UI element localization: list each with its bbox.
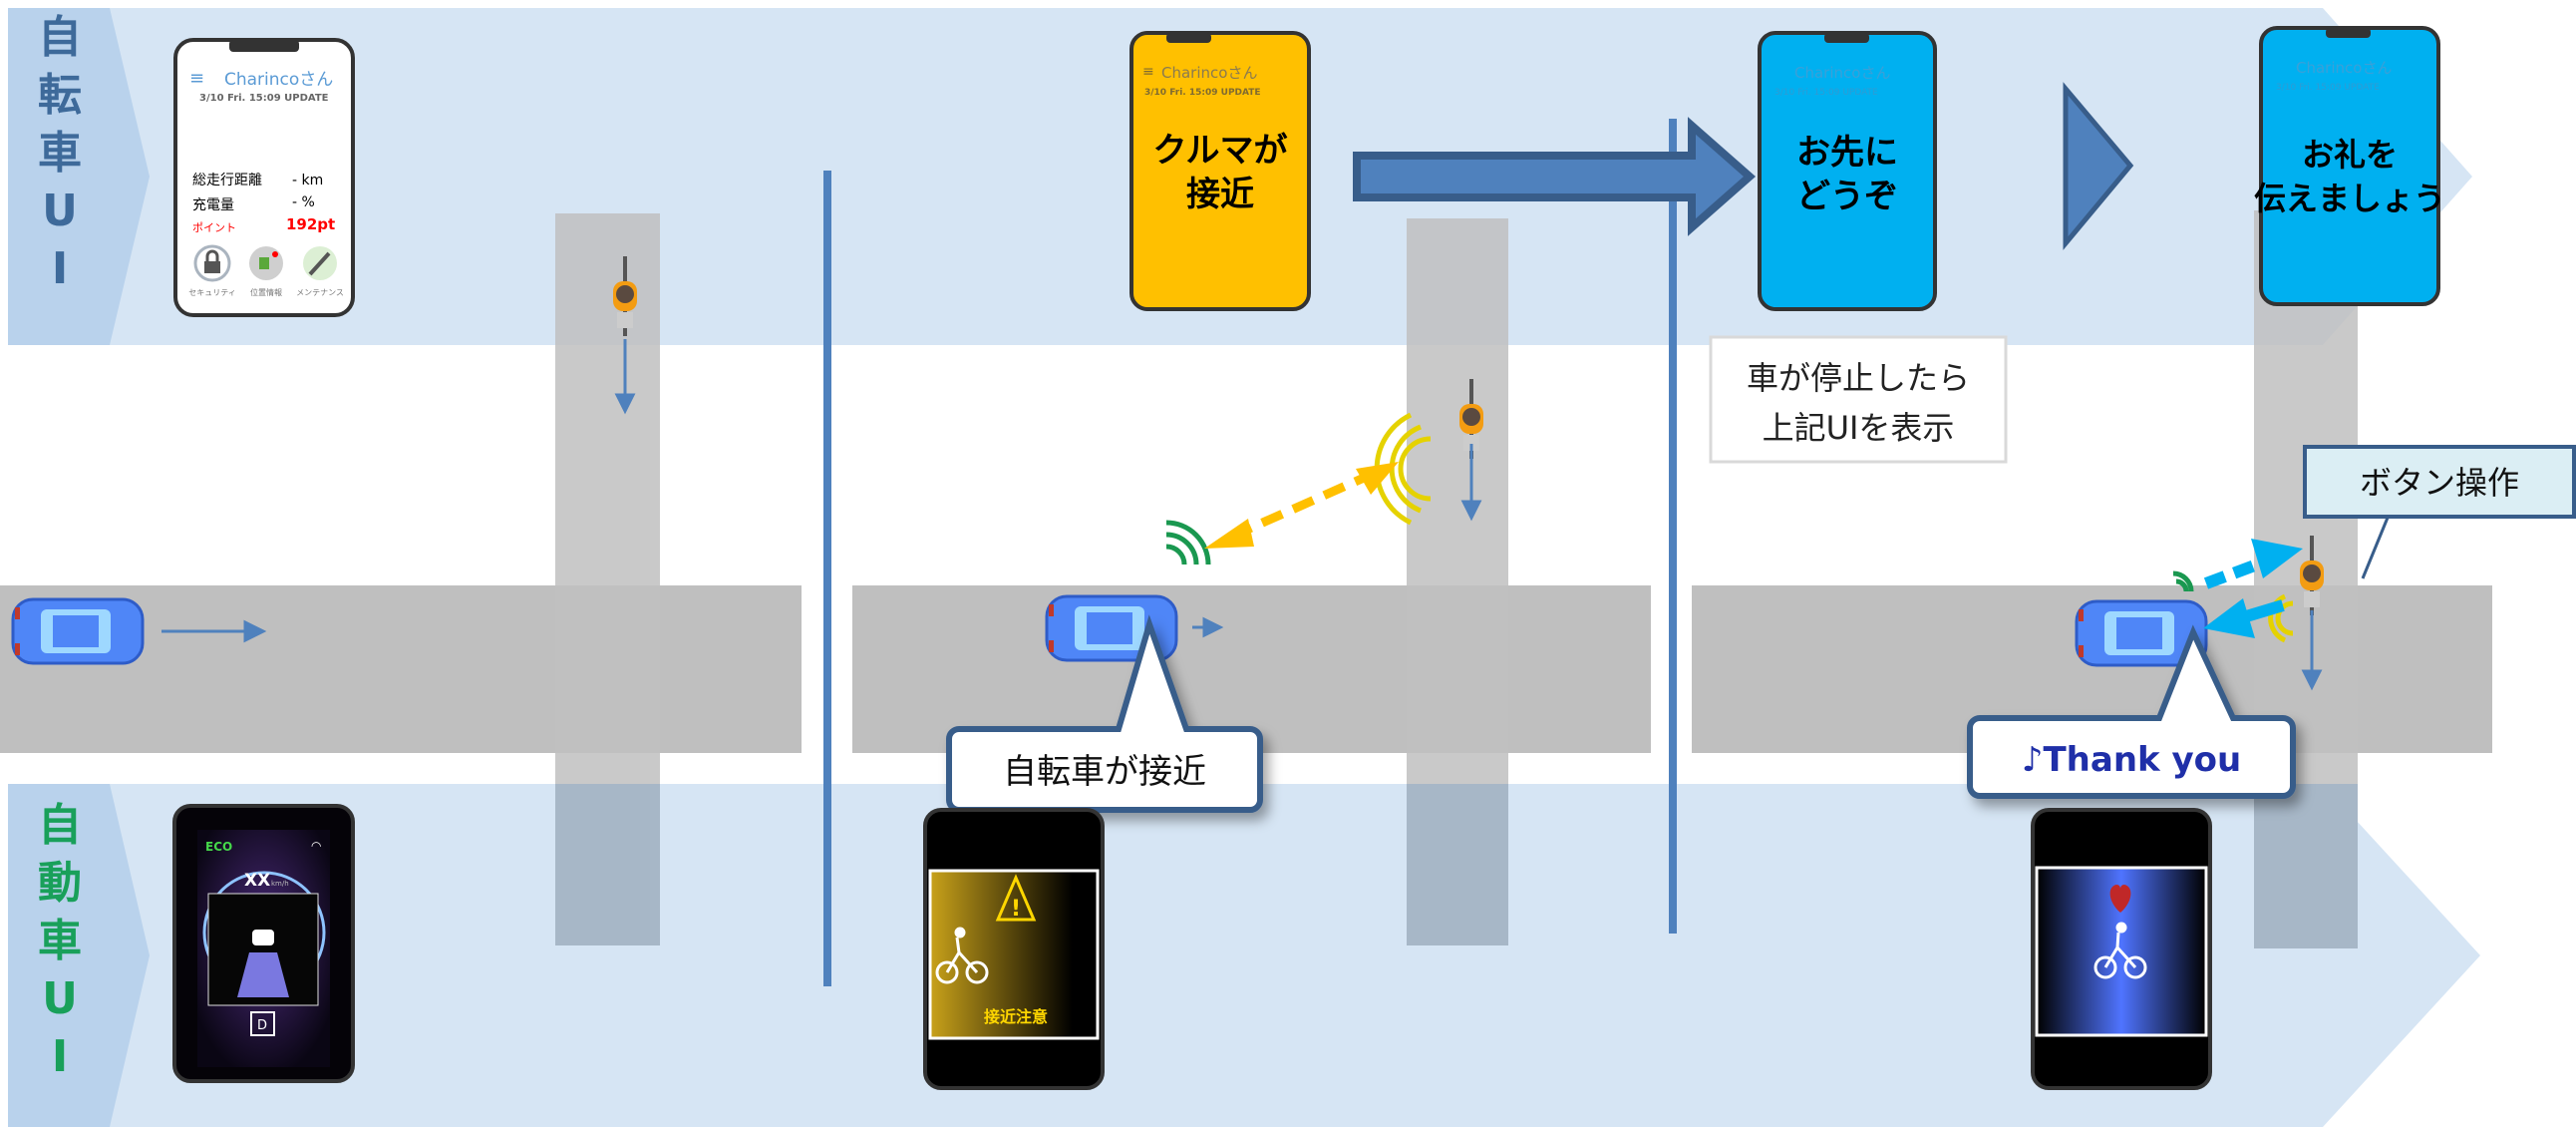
screen-header: Charincoさん [2296,59,2392,77]
lock-icon[interactable] [193,244,231,282]
yield-phone: Charincoさん 3/10 Fri. 15:09 UPDATE お先に どう… [1758,31,1937,311]
thank-you-callout [1967,624,2296,799]
speed-unit: km/h [271,880,289,888]
cyclist-icon [2093,922,2147,979]
location-label: 位置情報 [250,287,282,297]
band-label-char: 車 [38,128,82,179]
band-label-char: 動 [38,858,82,909]
gear-value: D [257,1018,267,1033]
button-operation-text: ボタン操作 [2360,464,2519,502]
distance-value: - km [292,173,323,188]
distance-label: 総走行距離 [192,172,262,188]
band-label-char: U [42,186,78,236]
band-label-char: 自 [38,12,82,63]
next-step-triangle [2063,82,2134,250]
transition-arrow [1353,117,1757,236]
charge-value: - % [292,194,315,210]
road-band-overlay [555,784,2358,948]
car-approach-callout-text: 自転車が接近 [1003,752,1206,792]
band-label-char: I [52,1031,68,1082]
scene-divider-1 [823,171,831,986]
bicycle-app-phone: ≡ Charincoさん 3/10 Fri. 15:09 UPDATE 総走行距… [173,38,355,317]
car-ahead-icon [252,930,274,945]
thank-you-callout-text: ♪Thank you [2022,740,2241,780]
screen-status: 3/10 Fri. 15:09 UPDATE [1144,88,1261,98]
approach-message-line1: クルマが [1153,131,1288,171]
car-icon [11,597,145,665]
band-label-char: 自 [38,800,82,851]
maintenance-label: メンテナンス [296,288,344,297]
approach-warning-text: 接近注意 [984,1007,1048,1026]
v2x-communication-arrow [1204,462,1399,549]
cyclist-icon [935,927,989,984]
yield-message-line2: どうぞ [1796,177,1898,216]
cyclist-icon [2300,536,2324,615]
car-warning-phone: ! 接近注意 [923,808,1105,1090]
speed-value: XX [244,871,270,891]
cyclist-icon [1459,379,1483,459]
thanks-phone: Charincoさん 3/10 Fri. 15:09 UPDATE お礼を 伝え… [2254,26,2445,306]
screen-header: Charincoさん [1161,64,1257,82]
band-label-char: 転 [38,70,82,121]
wifi-icon: ◠ [311,839,321,853]
bike-to-car-arrows [2203,539,2303,638]
lane-icon [237,952,289,997]
warning-icon [995,874,1037,922]
heart-icon [2109,885,2131,913]
bicycle-ui-label-chevron [8,8,150,345]
button-label-leader [2361,517,2390,579]
road-horizontal-2 [852,585,1651,753]
security-label: セキュリティ [188,288,236,297]
note-line2: 上記UIを表示 [1763,409,1955,447]
yield-message-line1: お先に [1796,133,1898,173]
screen-status: 3/10 Fri. 15:09 UPDATE [2276,83,2380,93]
car-dashboard-phone: ECO ◠ XX km/h D [172,804,355,1083]
note-box [1709,335,2008,464]
points-label: ポイント [192,221,236,234]
car-ui-label-chevron [8,784,150,1127]
map-icon[interactable] [249,246,283,280]
cyclist-icon [613,256,637,336]
eco-mode: ECO [205,840,232,854]
menu-icon: ≡ [1142,64,1154,80]
menu-icon[interactable]: ≡ [189,68,204,89]
approach-alert-phone: ≡ Charincoさん 3/10 Fri. 15:09 UPDATE クルマが… [1129,31,1311,311]
car-signal-icon [1165,520,2194,592]
gear-indicator [250,1011,275,1036]
button-operation-label [2303,445,2576,519]
car-approach-callout [946,614,1263,813]
exclamation: ! [1011,897,1021,922]
band-label-char: I [52,243,68,294]
band-label-char: 車 [38,916,82,966]
charge-label: 充電量 [192,197,234,213]
motion-arrows [161,339,2323,691]
car-icon [2075,599,2208,667]
thanks-message-line2: 伝えましょう [2254,180,2445,217]
wrench-icon[interactable] [303,246,337,280]
screen-status: 3/10 Fri. 15:09 UPDATE [1774,88,1878,98]
screen-header: Charincoさん [1794,64,1890,82]
bicycle-app-title: Charincoさん [224,70,333,90]
points-value: 192pt [286,215,335,233]
car-thanks-phone [2031,808,2212,1090]
thanks-message-line1: お礼を [2302,136,2398,174]
note-line1: 車が停止したら [1747,359,1970,397]
scene-divider-2 [1669,119,1677,934]
bicycle-app-status: 3/10 Fri. 15:09 UPDATE [199,93,329,104]
band-label-char: U [42,973,78,1024]
approach-message-line2: 接近 [1186,175,1254,214]
